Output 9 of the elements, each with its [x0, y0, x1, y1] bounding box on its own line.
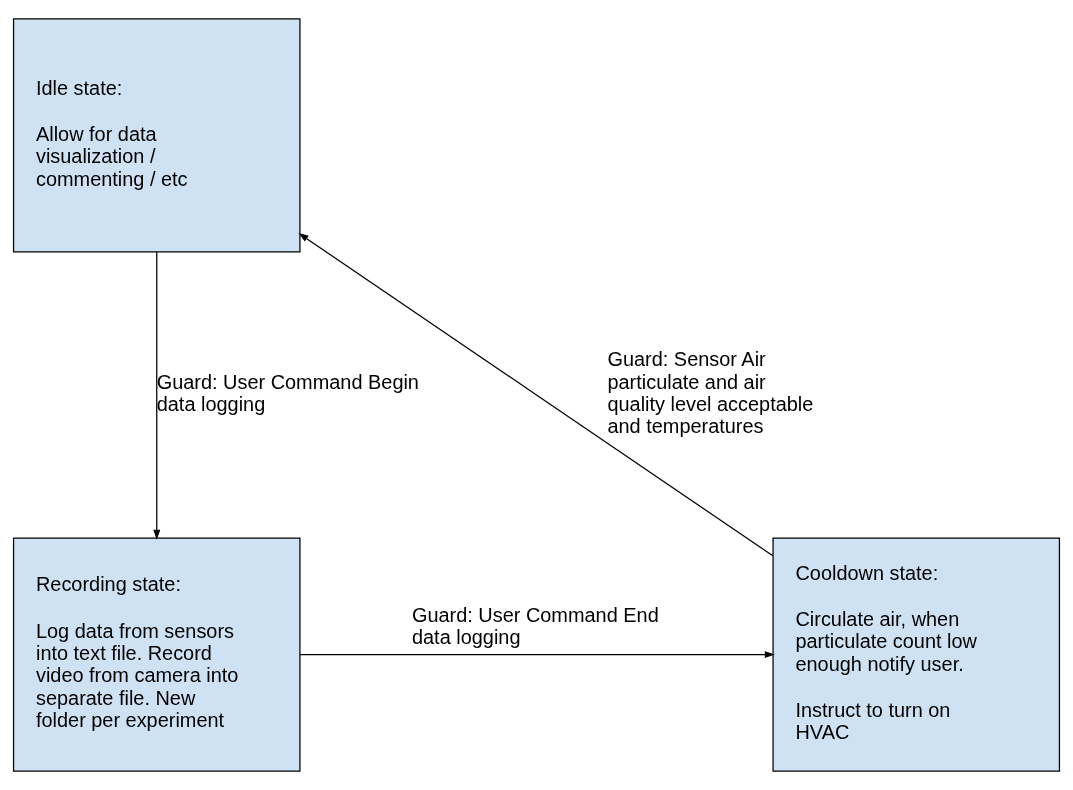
arrow	[298, 233, 774, 557]
node-box: Recording state: Log data from sensors into text file. Record video from camera into separate file. New folder per experiment	[12, 537, 301, 772]
node-box: Idle state: Allow for data visualization / commenting / etc	[12, 18, 301, 253]
edge-label: Guard: User Command End data logging	[411, 603, 659, 649]
arrow	[299, 651, 775, 659]
node-box: Cooldown state: Circulate air, when particulate count low enough notify user. Instruct to turn on HVAC	[772, 537, 1061, 772]
edge-label: Guard: Sensor Air particulate and air quality level acceptable and temperatures	[607, 348, 814, 438]
arrow	[153, 251, 161, 540]
edge-label: Guard: User Command Begin data logging	[156, 370, 419, 415]
